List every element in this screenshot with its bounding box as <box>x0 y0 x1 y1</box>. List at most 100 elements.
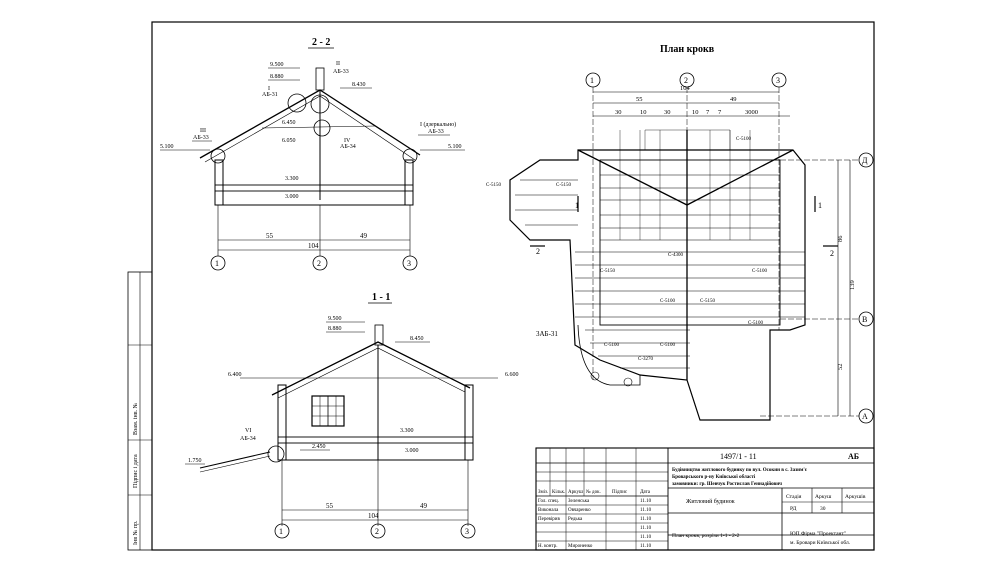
node-ref: 3АБ-31 <box>536 330 558 338</box>
axis-label: Д <box>862 156 868 165</box>
beam-label: С-4300 <box>668 253 684 258</box>
dim-label: 104 <box>308 242 319 250</box>
stamp-inv-label: Інв № пр. <box>133 520 139 545</box>
dim-label: 30 <box>615 109 622 116</box>
rafter-plan: План крокв 1 2 3 104 55 49 30 10 30 10 7… <box>486 44 874 424</box>
beam-label: С-5100 <box>752 269 768 274</box>
elev-label: 1.750 <box>188 458 202 464</box>
dim-label: 7 <box>718 109 722 116</box>
node-label: II <box>336 61 340 67</box>
tb-arkushiv-h: Аркушів <box>845 494 866 500</box>
tb-date: 11.10 <box>640 508 652 513</box>
window <box>311 395 345 427</box>
roof-outline <box>271 341 471 396</box>
wall-outline <box>599 159 781 326</box>
axis-label: А <box>862 412 868 421</box>
elev-label: 3.300 <box>285 176 299 182</box>
node-label: АБ-34 <box>240 436 256 442</box>
dim-label: 52 <box>837 364 844 371</box>
elev-label: 2.450 <box>312 444 326 450</box>
dim-label: 3000 <box>745 109 758 116</box>
node-label: VI <box>245 428 251 434</box>
elev-label: 6.400 <box>228 372 242 378</box>
beam-label: С-5150 <box>486 183 502 188</box>
beam-label: С-5100 <box>660 343 676 348</box>
elev-label: 3.000 <box>285 194 299 200</box>
dim-label: 55 <box>326 502 334 510</box>
beam-label: С-5150 <box>600 269 616 274</box>
stage-code: АБ <box>848 452 859 461</box>
tb-header: Підпис <box>612 490 628 495</box>
axis-bubble <box>858 152 874 168</box>
tb-name: Мироненко <box>568 544 593 549</box>
dim-label: 10 <box>640 109 647 116</box>
building-name: Житловий будинок <box>686 498 735 505</box>
beam-label: С-5100 <box>660 299 676 304</box>
axis-label: 3 <box>407 259 411 268</box>
side-stamp: Інв № пр. Підпис і дата Взам. інв. № <box>127 271 153 551</box>
elev-label: 9.500 <box>328 316 342 322</box>
axis-label: 2 <box>684 76 688 85</box>
tb-header: № док. <box>586 489 601 495</box>
dim-label: 104 <box>680 85 691 92</box>
project-name: Будівництво житлового будинку по вул. Ос… <box>672 468 808 473</box>
beam-label: С-5100 <box>604 343 620 348</box>
cut-mark: 2 <box>536 247 540 256</box>
elev-label: 9.500 <box>270 62 284 68</box>
axis-label: 1 <box>215 259 219 268</box>
axis-label: В <box>862 315 867 324</box>
dim-label: 104 <box>368 512 379 520</box>
doc-code: 1497/1 - 11 <box>720 452 757 461</box>
dim-label: 86 <box>837 235 844 242</box>
axis-label: 1 <box>590 76 594 85</box>
tb-role: Гол. спец. <box>538 499 559 504</box>
node-label: III <box>200 128 206 134</box>
node-circle <box>287 93 307 113</box>
org-name: м. Бровари Київської обл. <box>790 539 851 546</box>
node-circle <box>210 148 226 164</box>
node-circle <box>313 119 331 137</box>
axis-bubble <box>274 523 290 539</box>
tb-header: Дата <box>640 490 651 495</box>
plan-title: План крокв <box>660 44 715 55</box>
node-label: АБ-33 <box>193 135 209 141</box>
elev-label: 6.450 <box>282 120 296 126</box>
node-circle <box>310 94 330 114</box>
node-label: I (дзеркально) <box>420 121 456 128</box>
stamp-replace-label: Взам. інв. № <box>133 402 139 435</box>
section-2-2: 2 - 2 9.500 8.880 8.430 6.450 6.050 5.10… <box>160 37 465 271</box>
tb-name: Овчаренко <box>568 508 591 513</box>
axis-label: 3 <box>776 76 780 85</box>
chimney <box>374 324 384 346</box>
project-name: замовники: гр. Шевчук Ростислав Геннадій… <box>672 482 782 487</box>
tb-arkush-h: Аркуш <box>815 494 832 500</box>
axis-bubble <box>858 311 874 327</box>
dim-label: 49 <box>420 502 428 510</box>
section-22-title: 2 - 2 <box>312 37 330 48</box>
tb-date: 11.10 <box>640 517 652 522</box>
dim-label: 55 <box>266 232 274 240</box>
tb-role: Перевірив <box>538 517 560 522</box>
cut-mark: 1 <box>818 201 822 210</box>
node-label: АБ-33 <box>428 129 444 135</box>
title-block: Зміз. Кільк. Аркуш № док. Підпис Дата Го… <box>535 447 875 551</box>
node-label: I <box>268 86 270 92</box>
beam-label: С-5100 <box>748 321 764 326</box>
tb-header: Кільк. <box>552 490 565 495</box>
tb-header: Зміз. <box>538 490 548 495</box>
node-label: АБ-33 <box>333 69 349 75</box>
axis-label: 2 <box>375 527 379 536</box>
axis-bubble <box>312 255 328 271</box>
axis-label: 1 <box>279 527 283 536</box>
tb-arkush: 30 <box>820 506 826 512</box>
dim-label: 10 <box>692 109 699 116</box>
elev-label: 3.300 <box>400 428 414 434</box>
cut-mark: 1 <box>575 201 579 210</box>
org-name: ЮП Фірма "Проектант" <box>790 531 846 537</box>
tb-date: 11.10 <box>640 526 652 531</box>
tb-date: 11.10 <box>640 544 652 549</box>
tb-date: 11.10 <box>640 535 652 540</box>
elev-label: 8.450 <box>410 336 424 342</box>
elev-label: 6.600 <box>505 372 519 378</box>
